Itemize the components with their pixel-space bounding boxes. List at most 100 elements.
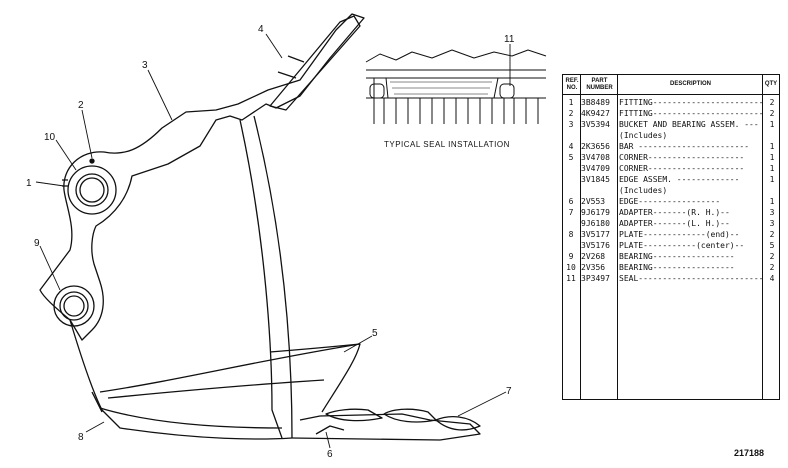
description: PLATE-------------(end)-- [619,230,740,239]
ref-number: 10 [566,263,576,272]
ref-number: 2 [568,109,574,118]
part-number: 4K9427 [581,109,610,118]
callout-10: 10 [44,132,56,143]
table-row: 3V5176 PLATE-----------(center)-- 5 [563,240,779,251]
description: SEAL--------------------------- [619,274,763,283]
quantity: 1 [769,164,775,173]
ref-number: 9 [568,252,574,261]
quantity: 1 [769,153,775,162]
description: (Includes) [619,186,668,195]
part-number: 2V268 [581,252,606,261]
part-number: 9J6179 [581,208,610,217]
quantity: 1 [769,142,775,151]
description: EDGE ASSEM. ------------- [619,175,740,184]
reinforcing-bar [269,15,361,111]
part-number: 3V1845 [581,175,610,184]
table-row: 7 9J6179 ADAPTER-------(R. H.)-- 3 [563,207,779,218]
part-number: 3V5177 [581,230,610,239]
header-part-number: PART NUMBER [581,75,618,95]
part-number: 9J6180 [581,219,610,228]
table-row: (Includes) [563,130,779,141]
quantity: 3 [769,208,775,217]
table-row: 1 3B8489 FITTING----------------------- 2 [563,97,779,108]
table-row: 2 4K9427 FITTING----------------------- 2 [563,108,779,119]
figure-number: 217188 [734,448,765,458]
part-number: 2V356 [581,263,606,272]
callout-4: 4 [258,24,264,35]
description: BEARING----------------- [619,252,735,261]
callout-2: 2 [78,100,84,111]
header-description: DESCRIPTION [618,75,763,95]
quantity: 4 [769,274,775,283]
part-number: 3V5176 [581,241,610,250]
ref-number: 3 [568,120,574,129]
description: CORNER-------------------- [619,164,745,173]
description: FITTING----------------------- [619,98,763,107]
callout-3: 3 [142,60,148,71]
table-row: 8 3V5177 PLATE-------------(end)-- 2 [563,229,779,240]
description: BAR ----------------------- [619,142,750,151]
ref-number: 11 [566,274,576,283]
header-qty: QTY [763,75,779,95]
description: BUCKET AND BEARING ASSEM. --- [619,120,759,129]
quantity: 1 [769,175,775,184]
quantity: 3 [769,219,775,228]
quantity: 1 [769,120,775,129]
cutting-edge [291,413,481,441]
table-row: 3V1845 EDGE ASSEM. ------------- 1 [563,174,779,185]
seal-caption: TYPICAL SEAL INSTALLATION [384,140,510,149]
upper-pin-boss [67,165,117,215]
callout-6: 6 [327,449,333,460]
table-row: 10 2V356 BEARING----------------- 2 [563,262,779,273]
table-row: 9J6180 ADAPTER-------(L. H.)-- 3 [563,218,779,229]
description: EDGE----------------- [619,197,721,206]
description: FITTING----------------------- [619,109,763,118]
callout-5: 5 [372,328,378,339]
callout-1: 1 [26,178,32,189]
part-number: 2K3656 [581,142,610,151]
seal-installation-detail [365,44,547,124]
table-row: 4 2K3656 BAR ----------------------- 1 [563,141,779,152]
description: PLATE-----------(center)-- [619,241,745,250]
ref-number: 7 [568,208,574,217]
bucket-side-plate [39,13,365,341]
quantity: 1 [769,197,775,206]
part-number: 3V5394 [581,120,610,129]
part-number: 3P3497 [581,274,610,283]
quantity: 2 [769,263,775,272]
ref-number: 8 [568,230,574,239]
lower-pin-boss [53,285,95,327]
quantity: 2 [769,109,775,118]
part-number: 3B8489 [581,98,610,107]
quantity: 5 [769,241,775,250]
ref-number: 1 [568,98,574,107]
callout-9: 9 [34,238,40,249]
quantity: 2 [769,252,775,261]
part-number: 2V553 [581,197,606,206]
header-ref: REF. NO. [563,75,581,95]
description: ADAPTER-------(R. H.)-- [619,208,730,217]
quantity: 2 [769,230,775,239]
table-row: 3 3V5394 BUCKET AND BEARING ASSEM. --- 1 [563,119,779,130]
callout-8: 8 [78,432,84,443]
table-row: (Includes) [563,185,779,196]
ref-number: 4 [568,142,574,151]
table-row: 11 3P3497 SEAL--------------------------- 4 [563,273,779,284]
description: (Includes) [619,131,668,140]
part-number: 3V4709 [581,164,610,173]
ref-number: 5 [568,153,574,162]
description: CORNER-------------------- [619,153,745,162]
ref-number: 6 [568,197,574,206]
table-row: 3V4709 CORNER-------------------- 1 [563,163,779,174]
part-number: 3V4708 [581,153,610,162]
table-row: 6 2V553 EDGE----------------- 1 [563,196,779,207]
callout-7: 7 [506,386,512,397]
description: BEARING----------------- [619,263,735,272]
quantity: 2 [769,98,775,107]
table-row: 9 2V268 BEARING----------------- 2 [563,251,779,262]
description: ADAPTER-------(L. H.)-- [619,219,730,228]
